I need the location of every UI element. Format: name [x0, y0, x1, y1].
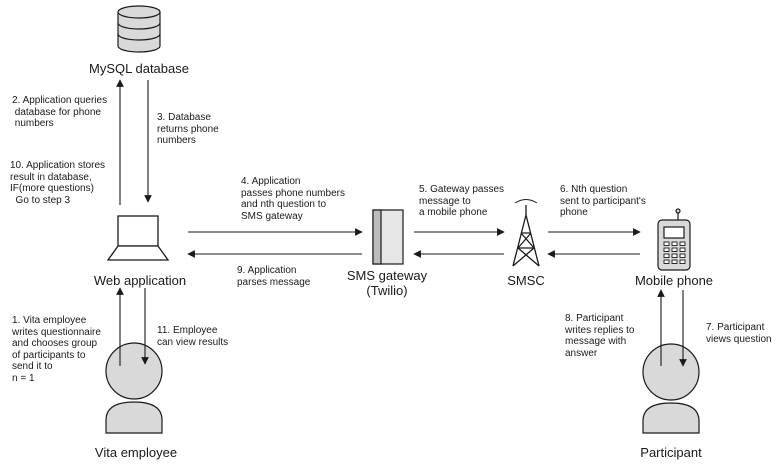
node-label-web-application: Web application	[93, 273, 187, 288]
node-label-smsc: SMSC	[507, 273, 545, 288]
node-label-sms-gateway: SMS gateway (Twilio)	[346, 268, 428, 298]
person-icon	[105, 342, 163, 434]
person-icon	[642, 343, 700, 434]
server-icon	[372, 209, 404, 265]
step-label-11: 11. Employee can view results	[157, 325, 229, 348]
step-label-8: 8. Participant writes replies to message…	[565, 313, 635, 359]
step-label-3: 3. Database returns phone numbers	[157, 112, 219, 146]
antenna-tower-icon	[512, 199, 540, 267]
step-label-4: 4. Application passes phone numbers and …	[241, 176, 345, 222]
step-label-6: 6. Nth question sent to participant's ph…	[560, 184, 646, 218]
mobile-phone-icon	[657, 208, 691, 271]
step-label-7: 7. Participant views question	[706, 322, 772, 345]
database-icon	[117, 5, 161, 53]
node-label-vita-employee: Vita employee	[94, 445, 178, 460]
node-label-mobile-phone: Mobile phone	[634, 273, 714, 288]
laptop-icon	[106, 215, 170, 261]
node-label-mysql-database: MySQL database	[89, 61, 189, 76]
step-label-9: 9. Application parses message	[237, 265, 311, 288]
step-label-5: 5. Gateway passes message to a mobile ph…	[419, 184, 505, 218]
step-label-1: 1. Vita employee writes questionnaire an…	[12, 315, 101, 384]
step-label-10: 10. Application stores result in databas…	[10, 160, 106, 206]
step-label-2: 2. Application queries database for phon…	[12, 95, 108, 129]
node-label-participant: Participant	[640, 445, 702, 460]
